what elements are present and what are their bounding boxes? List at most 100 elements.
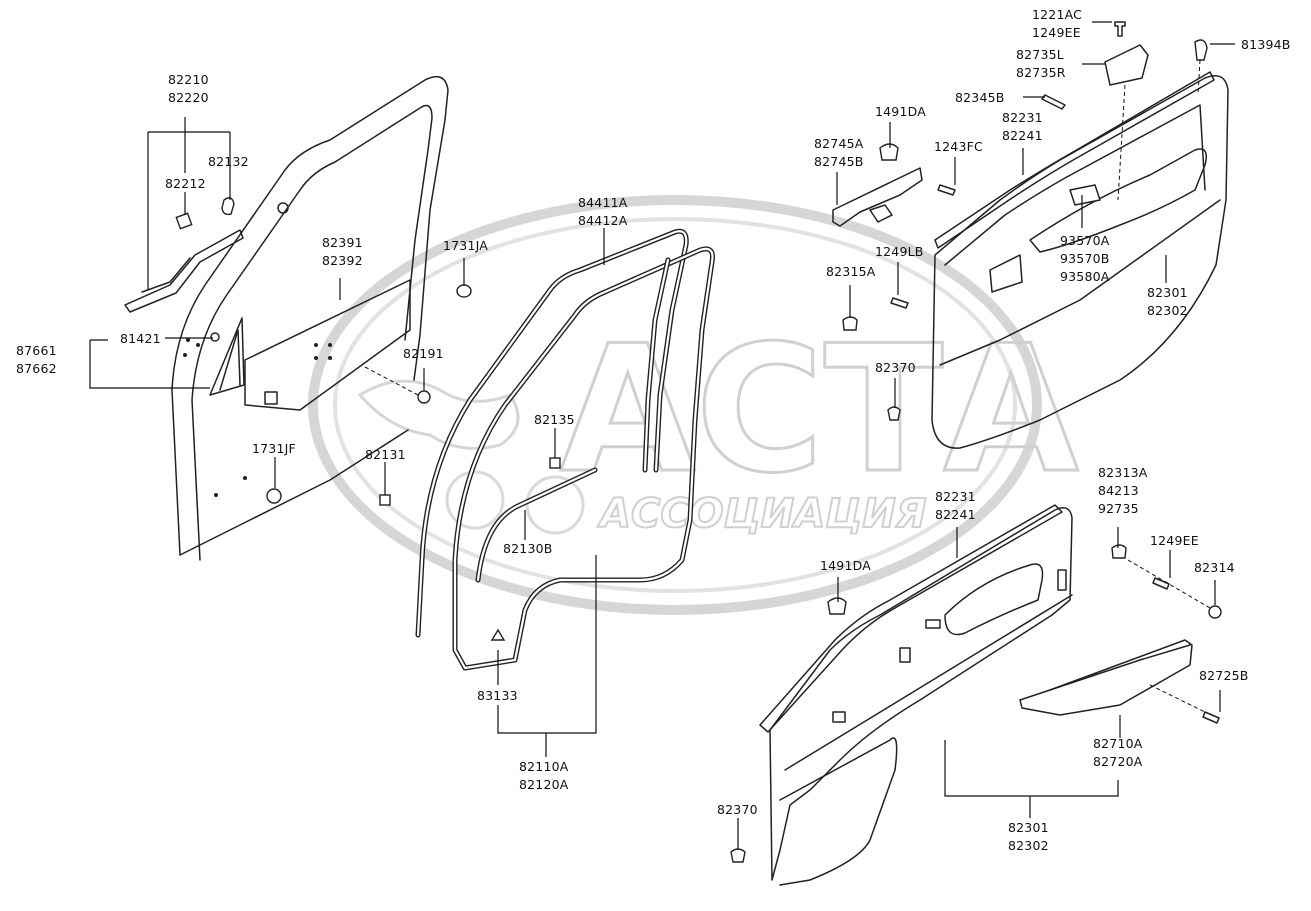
label-82231-bot: 82231 bbox=[935, 489, 976, 504]
block-82131 bbox=[379, 494, 391, 506]
clip-82370-bot bbox=[730, 848, 746, 863]
label-82210: 82210 bbox=[168, 72, 209, 87]
label-82735l: 82735L bbox=[1016, 47, 1064, 62]
label-82315a: 82315A bbox=[826, 264, 876, 279]
label-93570a: 93570A bbox=[1060, 233, 1110, 248]
door-frame-outer bbox=[171, 75, 449, 556]
screw-1249ee-bot bbox=[1152, 577, 1170, 590]
handle-82735l bbox=[1104, 44, 1149, 86]
part-labels: 82210 82220 82132 82212 81421 87661 8766… bbox=[16, 7, 1291, 853]
handle-93570a bbox=[1069, 184, 1101, 206]
label-1491da-bot: 1491DA bbox=[820, 558, 871, 573]
clip-82132 bbox=[221, 197, 235, 216]
screw-82725b bbox=[1202, 711, 1220, 724]
label-87662: 87662 bbox=[16, 361, 57, 376]
label-1249ee-top: 1249EE bbox=[1032, 25, 1081, 40]
label-82130b: 82130B bbox=[503, 541, 553, 556]
clip-81421 bbox=[210, 332, 220, 342]
label-82110a: 82110A bbox=[519, 759, 569, 774]
lower-trim-slot-2 bbox=[925, 619, 941, 629]
label-84213: 84213 bbox=[1098, 483, 1139, 498]
watermark-wheel-right bbox=[525, 475, 585, 535]
block-82135 bbox=[549, 457, 561, 469]
door-dots bbox=[183, 338, 332, 497]
label-82302-top: 82302 bbox=[1147, 303, 1188, 318]
upper-trim-pocket bbox=[989, 254, 1023, 293]
weatherstrips bbox=[415, 228, 715, 671]
label-82710a: 82710A bbox=[1093, 736, 1143, 751]
lower-trim-strip bbox=[759, 504, 1063, 733]
label-81394b: 81394B bbox=[1241, 37, 1291, 52]
label-1731ja: 1731JA bbox=[443, 238, 488, 253]
clip-1491da-top bbox=[879, 143, 899, 161]
watermark-outer-ellipse bbox=[308, 195, 1042, 615]
bracket-82710a-inner bbox=[1049, 644, 1191, 691]
door-inner-panel bbox=[244, 279, 411, 411]
clip-82315a bbox=[842, 316, 858, 331]
bracket-tab bbox=[869, 204, 893, 223]
label-82391: 82391 bbox=[322, 235, 363, 250]
clip-82370-top bbox=[887, 406, 901, 421]
label-1249ee-bot: 1249EE bbox=[1150, 533, 1199, 548]
label-92735: 92735 bbox=[1098, 501, 1139, 516]
bracket-82745a bbox=[832, 167, 923, 227]
lower-trim-slot-4 bbox=[832, 711, 846, 723]
bracket-82710a bbox=[1019, 639, 1193, 716]
lower-trim-window bbox=[944, 563, 1044, 636]
clip-82313a bbox=[1111, 544, 1127, 559]
label-82745b: 82745B bbox=[814, 154, 864, 169]
label-82370-bot: 82370 bbox=[717, 802, 758, 817]
label-1221ac: 1221AC bbox=[1032, 7, 1082, 22]
clip-1491da-bot bbox=[827, 597, 847, 615]
label-82725b: 82725B bbox=[1199, 668, 1249, 683]
lower-trim-panel bbox=[769, 507, 1073, 881]
lower-trim-pocket bbox=[779, 737, 898, 886]
screw-82345b bbox=[1041, 94, 1066, 110]
leader-lines bbox=[89, 21, 1235, 850]
label-84411a: 84411A bbox=[578, 195, 628, 210]
label-82220: 82220 bbox=[168, 90, 209, 105]
door-strip-inner bbox=[141, 257, 191, 293]
watermark-sub: АССОЦИАЦИЯ bbox=[597, 491, 927, 537]
label-82131: 82131 bbox=[365, 447, 406, 462]
label-83133: 83133 bbox=[477, 688, 518, 703]
screw-1249lb bbox=[890, 297, 909, 309]
upper-trim-crease bbox=[939, 199, 1221, 366]
clip-81394b bbox=[1194, 39, 1208, 61]
label-82745a: 82745A bbox=[814, 136, 864, 151]
lower-trim-slot bbox=[899, 647, 911, 663]
door-panel-hole bbox=[264, 391, 278, 405]
label-82135: 82135 bbox=[534, 412, 575, 427]
clip-83133 bbox=[490, 628, 506, 641]
label-82720a: 82720A bbox=[1093, 754, 1143, 769]
lower-trim-slot-3 bbox=[1057, 569, 1067, 591]
screw-1221ac bbox=[1114, 21, 1126, 37]
clip-82314 bbox=[1208, 605, 1222, 619]
label-82392: 82392 bbox=[322, 253, 363, 268]
label-82231-top: 82231 bbox=[1002, 110, 1043, 125]
rear-lower-trim bbox=[730, 504, 1222, 886]
door-frame-bottom bbox=[179, 429, 409, 556]
label-82241-top: 82241 bbox=[1002, 128, 1043, 143]
label-82302-bot: 82302 bbox=[1008, 838, 1049, 853]
label-1243fc: 1243FC bbox=[934, 139, 983, 154]
label-82301-top: 82301 bbox=[1147, 285, 1188, 300]
label-81421: 81421 bbox=[120, 331, 161, 346]
clip-82212 bbox=[175, 212, 193, 230]
door-frame-inner bbox=[191, 104, 433, 561]
rear-upper-trim bbox=[832, 21, 1229, 449]
label-84412a: 84412A bbox=[578, 213, 628, 228]
label-93580a: 93580A bbox=[1060, 269, 1110, 284]
label-82132: 82132 bbox=[208, 154, 249, 169]
watermark-inner-ellipse bbox=[333, 217, 1017, 593]
front-door-frame bbox=[124, 75, 472, 561]
upper-trim-armrest bbox=[1029, 148, 1207, 253]
lower-trim-crease bbox=[784, 594, 1073, 771]
label-82241-bot: 82241 bbox=[935, 507, 976, 522]
label-1731jf: 1731JF bbox=[252, 441, 296, 456]
label-82314: 82314 bbox=[1194, 560, 1235, 575]
plug-1731jf bbox=[266, 488, 282, 504]
door-strip bbox=[124, 229, 244, 313]
